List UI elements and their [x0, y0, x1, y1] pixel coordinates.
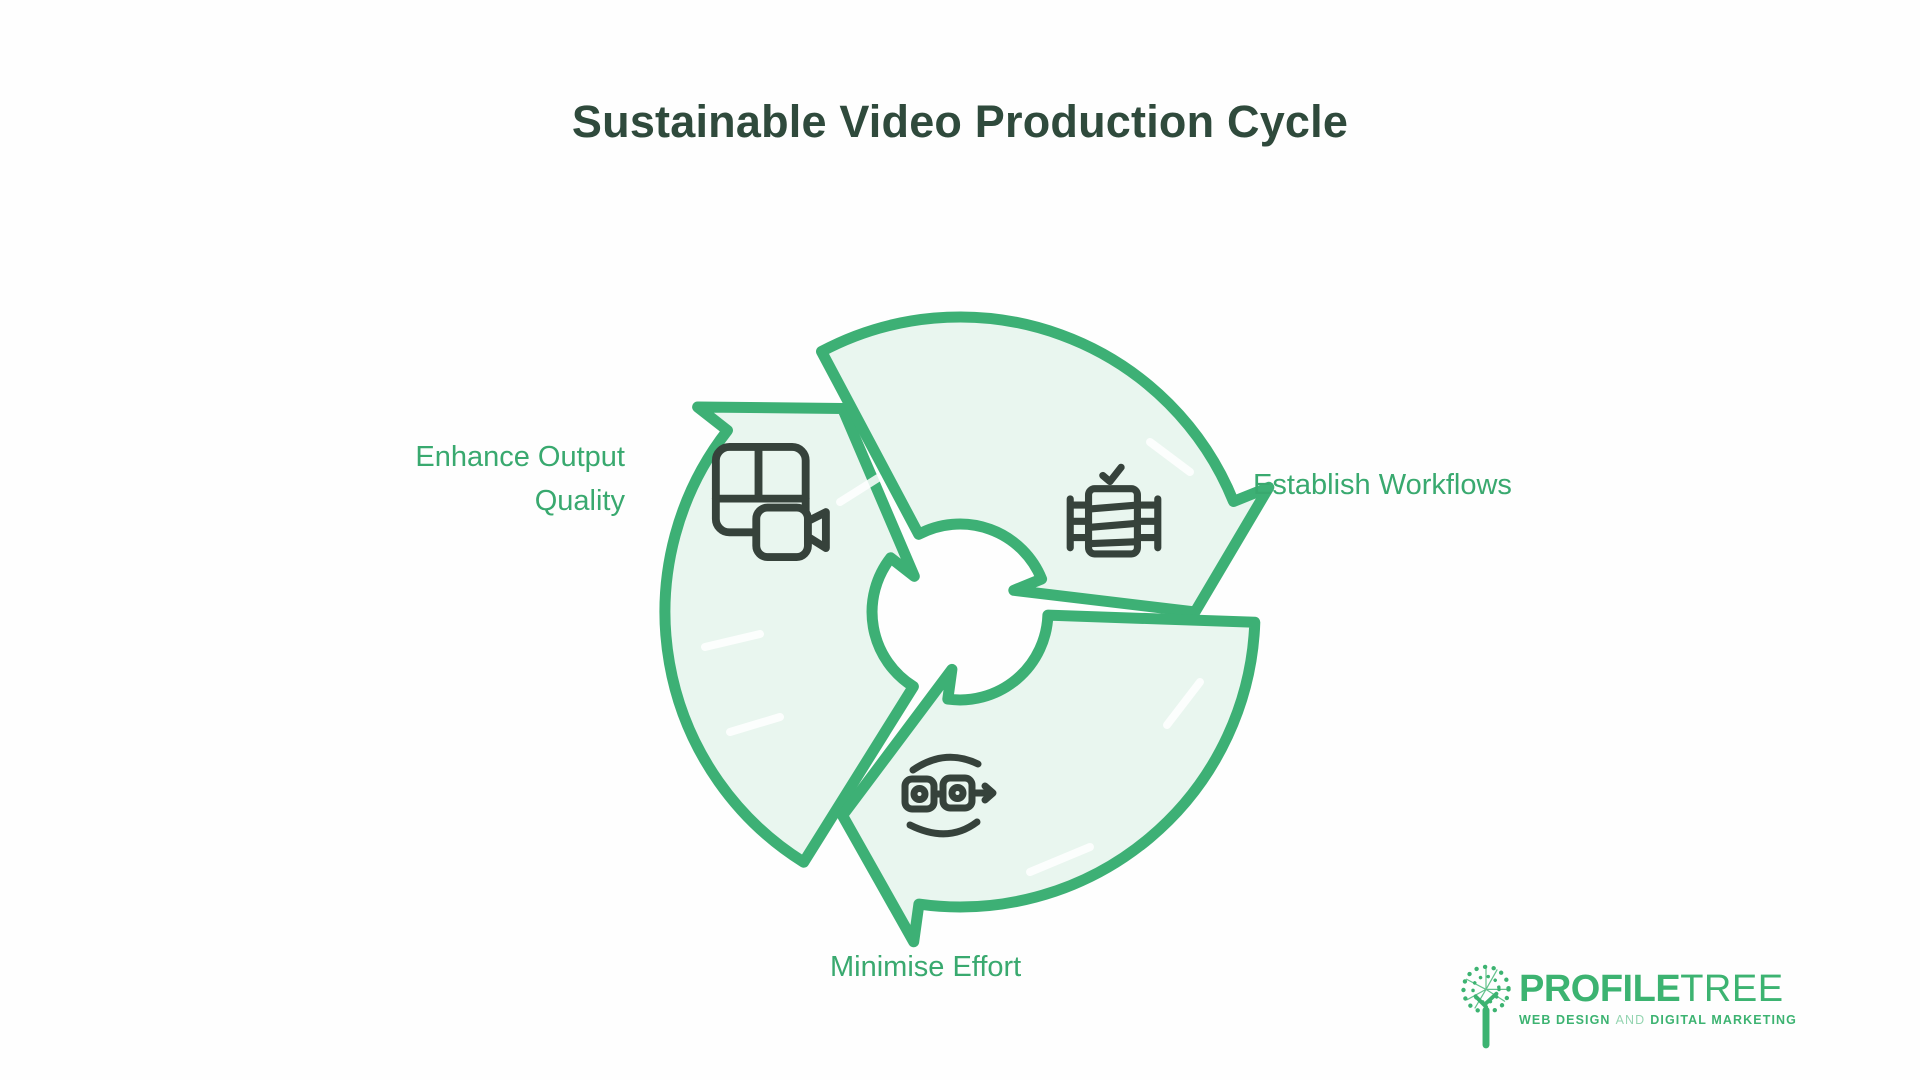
tagline-and: AND [1615, 1013, 1646, 1027]
tree-icon [1461, 964, 1511, 1049]
video-layout-icon [711, 443, 830, 561]
step-label-minimise-effort: Minimise Effort [830, 951, 1022, 983]
logo-name: PROFILETREE [1519, 970, 1797, 1008]
logo-name-bold: PROFILE [1519, 968, 1681, 1010]
cycle-diagram [610, 262, 1310, 962]
profiletree-logo: PROFILETREE WEB DESIGN AND DIGITAL MARKE… [1460, 960, 1797, 1050]
logo-name-light: TREE [1680, 968, 1784, 1010]
cycle-segment-left [659, 401, 920, 868]
tagline-digital-marketing: DIGITAL MARKETING [1650, 1013, 1797, 1027]
logo-text: PROFILETREE WEB DESIGN AND DIGITAL MARKE… [1519, 960, 1797, 1027]
film-checklist-icon [1066, 463, 1162, 558]
logo-tagline: WEB DESIGN AND DIGITAL MARKETING [1519, 1013, 1797, 1027]
page-title: Sustainable Video Production Cycle [571, 96, 1349, 147]
cycle-segment-bottom [837, 609, 1261, 948]
tagline-web-design: WEB DESIGN [1519, 1013, 1611, 1027]
step-label-enhance-output-quality: Enhance Output Quality [415, 441, 625, 517]
step-label-establish-workflows: Establish Workflows [1253, 469, 1512, 501]
workflow-arrow-icon [901, 753, 997, 838]
ring-highlight-streaks [701, 438, 1204, 876]
